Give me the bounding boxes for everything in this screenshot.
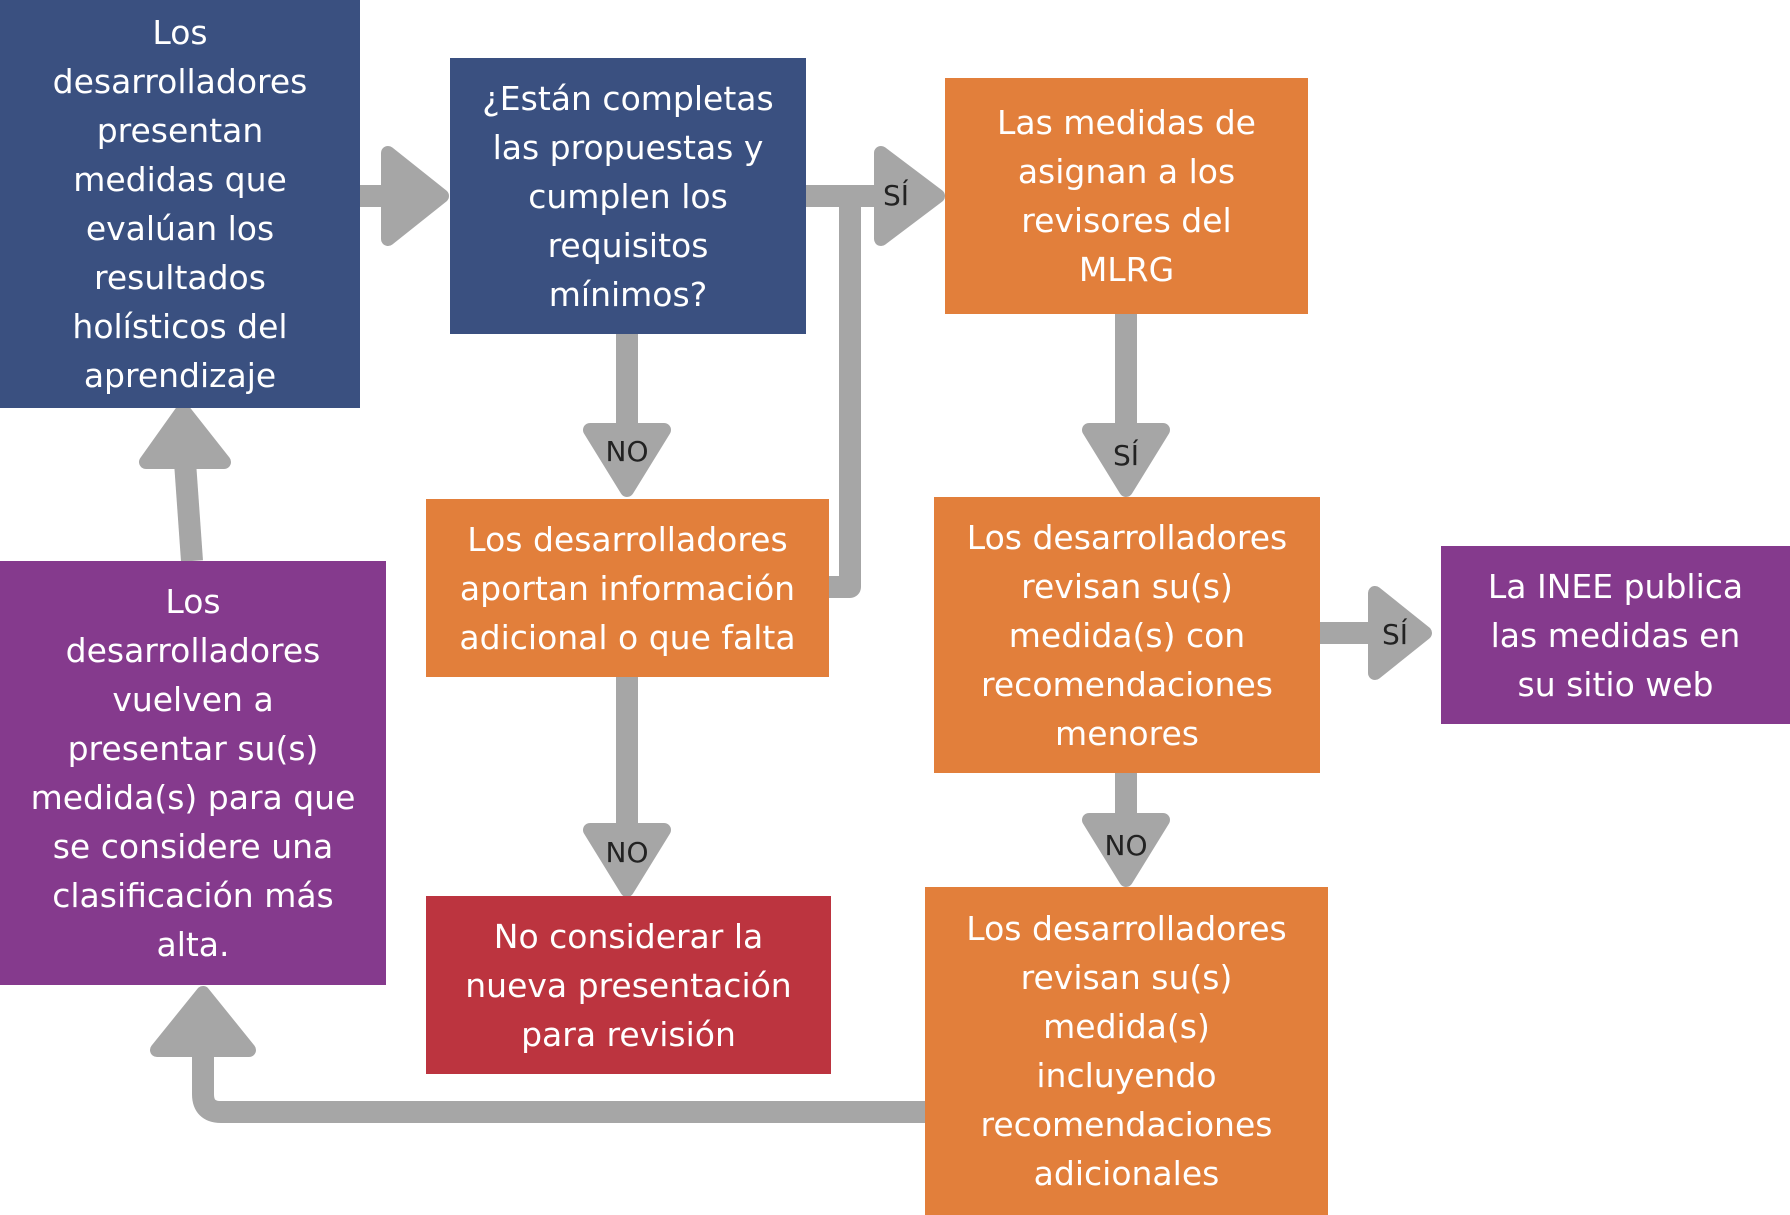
- label-no-from-minor: NO: [1104, 829, 1148, 862]
- box-resubmit: Los desarrolladores vuelven a presentar …: [0, 561, 386, 985]
- box-assign-reviewers: Las medidas de asignan a los revisores d…: [945, 78, 1308, 314]
- arrowhead-minor-to-additional: [1082, 813, 1170, 887]
- connector-provide-loop: [829, 196, 861, 598]
- box-minor-revisions: Los desarrolladores revisan su(s) medida…: [934, 497, 1320, 773]
- box-check-complete: ¿Están completas las propuestas y cumple…: [450, 58, 806, 334]
- box-submit-measures: Los desarrolladores presentan medidas qu…: [0, 0, 360, 408]
- arrowhead-additional-to-resubmit: [150, 986, 256, 1057]
- box-additional-revisions: Los desarrolladores revisan su(s) medida…: [925, 887, 1328, 1215]
- arrowhead-check-to-provide: [583, 423, 671, 497]
- arrowhead-submit-to-check: [381, 146, 449, 246]
- box-not-considered: No considerar la nueva presentación para…: [426, 896, 831, 1074]
- arrowhead-provide-to-not: [583, 823, 671, 897]
- box-inee-publishes: La INEE publica las medidas en su sitio …: [1441, 546, 1790, 724]
- box-provide-info: Los desarrolladores aportan información …: [426, 499, 829, 677]
- arrowhead-assign-to-minor: [1082, 423, 1170, 497]
- connector-additional-to-resubmit: [192, 1050, 925, 1123]
- arrowhead-minor-to-publish: [1368, 586, 1432, 680]
- connector-resubmit-to-submit: [174, 461, 203, 562]
- label-yes-from-assign: SÍ: [1112, 439, 1140, 472]
- arrowhead-check-to-assign: [874, 146, 945, 246]
- label-no-from-check: NO: [605, 435, 649, 468]
- arrowhead-resubmit-to-submit: [139, 403, 231, 469]
- label-no-from-provide: NO: [605, 836, 649, 869]
- label-yes-to-assign: SÍ: [882, 179, 910, 212]
- label-yes-to-publish: SÍ: [1381, 618, 1409, 651]
